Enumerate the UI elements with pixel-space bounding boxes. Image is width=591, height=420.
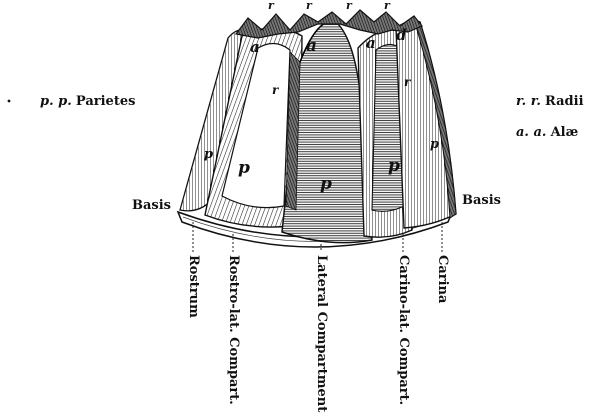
plate-letter-r-top-3: r [346,0,352,11]
legend-radii: r. r. Radii [516,95,584,108]
legend-parietes-text: Parietes [76,94,136,109]
plate-letter-a-center: a [306,38,317,55]
plate-letter-r-left: r [272,84,278,96]
label-rostro-lateral: Rostro-lat. Compart. [227,255,240,405]
basis-label-left: Basis [132,199,171,212]
plate-letter-r-right: r [404,76,410,88]
legend-alae: a. a. Alæ [516,126,578,139]
legend-radii-letters: r. r. [516,94,541,109]
label-rostrum: Rostrum [187,255,200,318]
plate-letter-p-lateral: p [320,176,332,193]
plate-letter-p-carino-lateral: p [388,158,400,175]
marker-dot [8,100,11,103]
plate-letter-p-rostro-lateral: p [238,160,250,177]
plate-letter-r-top-2: r [306,0,312,11]
plate-letter-d: d [396,28,407,43]
label-carino-lateral: Carino-lat. Compart. [397,255,410,405]
legend-parietes: p. p. Parietes [40,95,135,108]
plate-letter-p-carina: p [430,138,439,151]
legend-alae-letters: a. a. [516,125,546,140]
plate-letter-r-top-4: r [384,0,390,11]
plate-letter-p-rostrum: p [204,148,213,161]
label-carina: Carina [436,255,449,303]
plate-letter-a-right: a [366,36,376,51]
plate-letter-r-top-1: r [268,0,274,11]
basis-label-right: Basis [462,194,501,207]
legend-alae-text: Alæ [551,125,579,140]
label-lateral-compartment: Lateral Compartment [315,255,328,412]
legend-radii-text: Radii [545,94,584,109]
legend-parietes-letters: p. p. [40,94,72,109]
plate-letter-a-left: a [250,40,260,55]
